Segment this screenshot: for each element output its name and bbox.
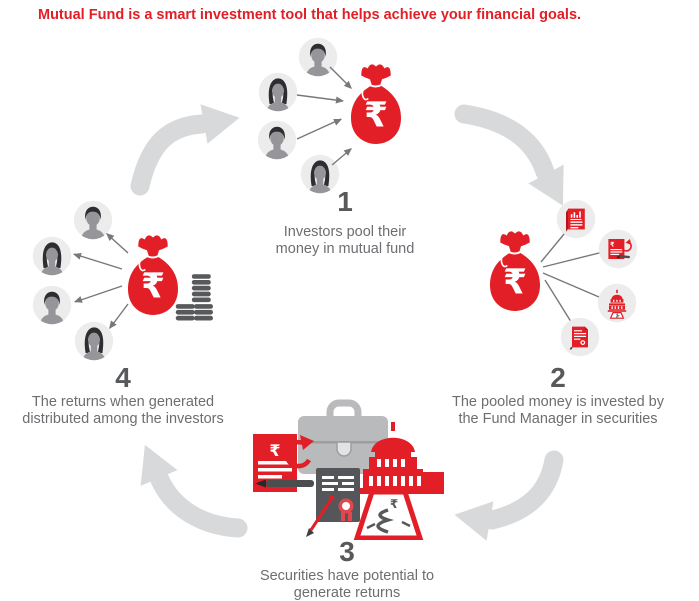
- step-3-caption: Securities have potential to generate re…: [259, 568, 435, 601]
- step-1-number: 1: [337, 186, 353, 217]
- cycle-arrow-icon-bottom-right: [454, 450, 564, 541]
- cycle-arrow-icon-top-left: [130, 104, 240, 196]
- bank-icon: [597, 283, 637, 323]
- growth-sign-icon: ₹: [353, 489, 424, 540]
- step-1-caption: Investors pool their money in mutual fun…: [275, 224, 415, 257]
- step-4-number: 4: [115, 362, 131, 393]
- step-2-caption: The pooled money is invested by the Fund…: [452, 394, 664, 427]
- certificate-icon: [560, 317, 600, 357]
- rupee-symbol: ₹: [390, 497, 398, 511]
- step-4-caption: The returns when generated distributed a…: [22, 394, 224, 427]
- briefcase-icon: [298, 399, 388, 474]
- step-3-number: 3: [339, 536, 355, 567]
- cycle-arrow-icon-bottom-left: [140, 444, 248, 538]
- securities-collage: ₹: [253, 399, 444, 540]
- refresh-arrow-icon: [284, 435, 314, 469]
- pooling-arrows: [296, 66, 352, 166]
- cycle-arrow-icon-top-right: [454, 104, 564, 206]
- step-2-number: 2: [550, 362, 566, 393]
- stock-report-icon: [556, 199, 596, 239]
- agreement-seal-icon: [306, 468, 360, 537]
- distribution-arrows: [73, 233, 129, 329]
- rupee-symbol: ₹: [269, 441, 280, 460]
- page-title: Mutual Fund is a smart investment tool t…: [38, 7, 582, 23]
- contract-icon: [598, 229, 638, 269]
- coin-stack-icon: [175, 274, 213, 321]
- money-bag-icon: [344, 60, 408, 146]
